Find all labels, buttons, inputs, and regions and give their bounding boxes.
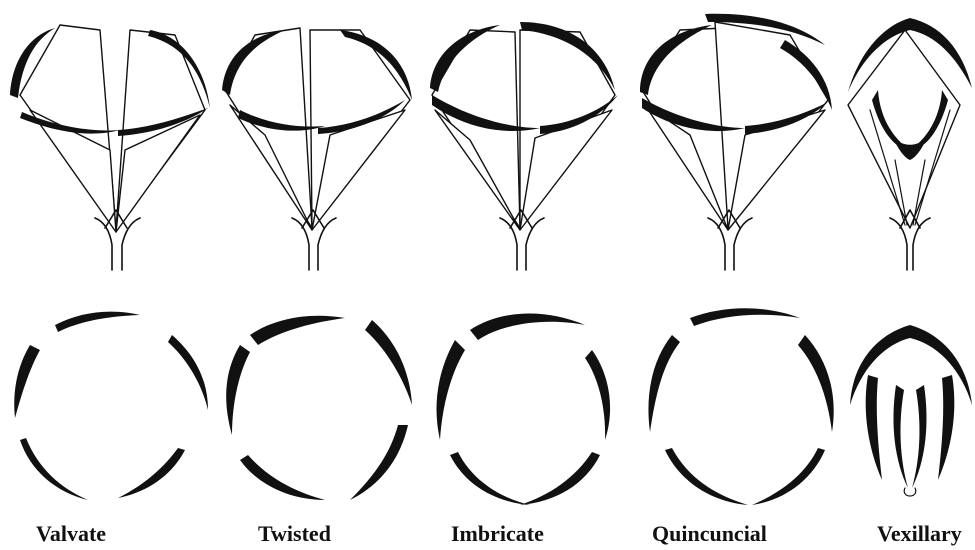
imbricate-diagram (436, 314, 610, 505)
label-imbricate: Imbricate (451, 521, 544, 547)
imbricate-flower (430, 22, 618, 270)
label-quincuncial: Quincuncial (652, 521, 767, 547)
label-valvate: Valvate (36, 521, 106, 547)
vexillary-diagram (850, 325, 972, 496)
valvate-flower (10, 25, 210, 270)
twisted-flower (222, 28, 412, 270)
quincuncial-flower (640, 14, 832, 270)
label-twisted: Twisted (258, 521, 331, 547)
twisted-diagram (226, 316, 412, 500)
vexillary-flower (848, 18, 972, 270)
quincuncial-diagram (648, 308, 833, 505)
label-vexillary: Vexillary (877, 521, 962, 547)
valvate-diagram (14, 312, 208, 500)
